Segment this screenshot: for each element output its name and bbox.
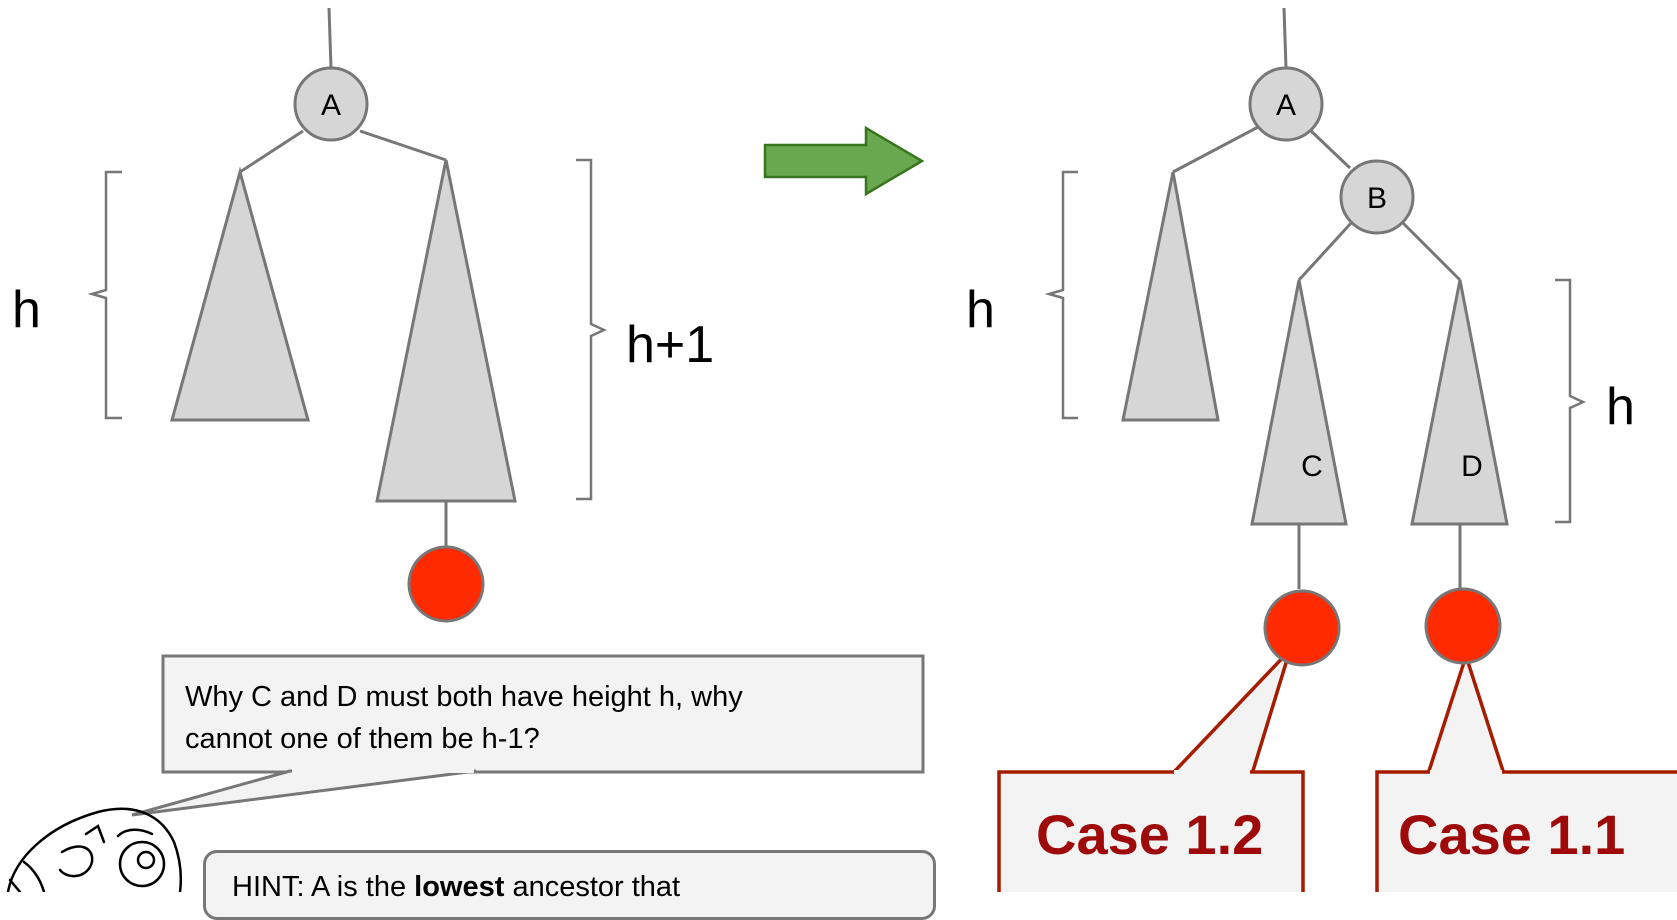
question-callout-tail [131,769,477,817]
right-inserted-node-d [1424,587,1502,665]
case-1-2-box [997,770,1305,892]
case-1-2-pointer [1167,648,1292,776]
right-brace-cd [1555,278,1586,524]
right-node-a [1248,66,1324,142]
right-node-b [1339,159,1415,235]
right-subtree-height-label: h+1 [626,316,714,374]
subtree-d-label: D [1461,450,1483,483]
hint-prefix: HINT: A is the [232,871,415,903]
left-node-a-label: A [321,89,341,122]
right-subtree-left [1121,171,1220,422]
left-inserted-node [407,545,485,623]
hint-box: HINT: A is the lowest ancestor that [203,850,936,920]
left-subtree-right [375,159,517,503]
right-edge-b-d [1400,220,1462,282]
thinking-face-icon [6,807,182,892]
left-edge-a-left [239,129,304,174]
right-edge-b-c [1297,220,1354,282]
right-brace-h [1044,170,1078,420]
question-callout-box [161,654,925,774]
left-subtree-left [170,166,310,422]
case-1-1-label: Case 1.1 [1398,803,1625,866]
hint-emphasis: lowest [414,871,505,903]
left-brace-h [87,170,122,420]
right-inserted-node-c [1263,589,1341,667]
case-1-2-label: Case 1.2 [1036,803,1263,866]
case-1-1-box [1375,770,1677,892]
left-parent-edge [327,7,333,69]
case-1-1-pointer [1425,650,1507,776]
hint-suffix: ancestor that [504,871,681,903]
subtree-c-label: C [1301,450,1323,483]
left-node-a [293,66,369,142]
question-line-1: Why C and D must both have height h, why [185,681,743,713]
question-line-2: cannot one of them be h-1? [185,723,540,755]
right-parent-edge [1282,7,1288,69]
right-node-a-label: A [1276,89,1296,122]
right-left-height-label: h [966,281,995,339]
left-height-label: h [12,281,41,339]
right-subtree-c [1250,279,1348,526]
right-node-b-label: B [1367,182,1387,215]
avl-rotation-diagram: A h h+1 A B C D h h Case 1.2 Case 1.1 [6,7,1677,892]
right-edge-a-left [1172,125,1259,174]
left-brace-h1 [576,158,607,501]
transform-arrow [763,125,925,197]
left-tree [170,7,517,623]
left-edge-a-right [359,129,447,162]
right-edge-a-b [1308,128,1352,170]
right-tree [1121,7,1509,589]
cd-height-label: h [1606,378,1635,436]
right-subtree-d [1410,279,1509,526]
